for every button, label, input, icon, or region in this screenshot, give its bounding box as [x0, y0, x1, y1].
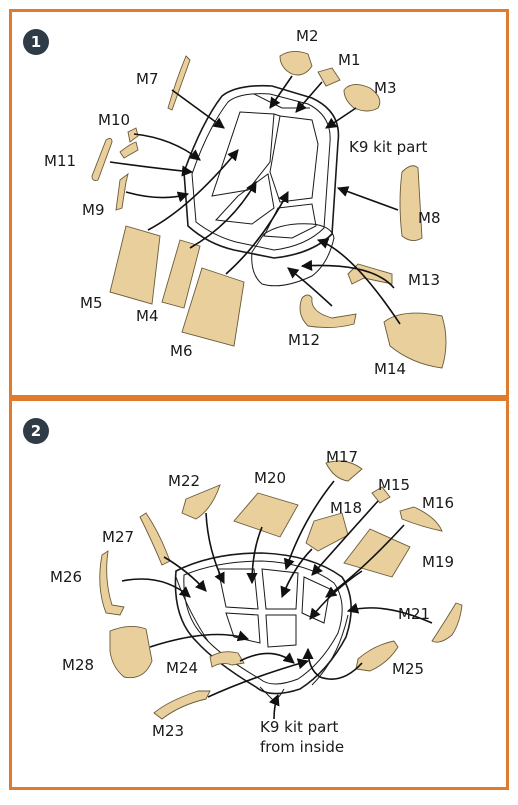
mask-m26 — [99, 550, 125, 616]
mask-parts-2 — [99, 460, 463, 720]
label-m21: M21 — [398, 605, 430, 623]
mask-m15 — [371, 486, 391, 504]
mask-m6 — [181, 267, 245, 347]
label-m24: M24 — [166, 659, 198, 677]
label-m7: M7 — [136, 70, 159, 88]
label-m10: M10 — [98, 111, 130, 129]
mask-m7 — [167, 55, 191, 111]
label-m4: M4 — [136, 307, 159, 325]
label-m18: M18 — [330, 499, 362, 517]
mask-m9 — [115, 172, 129, 211]
mask-m4 — [161, 239, 201, 309]
label-m16: M16 — [422, 494, 454, 512]
label-m27: M27 — [102, 528, 134, 546]
label-m8: M8 — [418, 209, 441, 227]
mask-m1 — [317, 67, 341, 87]
mask-m28 — [109, 626, 153, 679]
label-m2: M2 — [296, 27, 319, 45]
mask-m8 — [399, 165, 423, 241]
assembly-arrows-2 — [121, 480, 433, 720]
step-2-panel: 2 — [9, 398, 509, 790]
label-m23: M23 — [152, 722, 184, 740]
svg-text:2: 2 — [31, 422, 41, 440]
mask-m2 — [279, 51, 313, 76]
mask-m11 — [91, 137, 113, 181]
mask-m22 — [181, 484, 221, 520]
label-m12: M12 — [288, 331, 320, 349]
label-k9-note: K9 kit part — [349, 138, 428, 156]
label-m13: M13 — [408, 271, 440, 289]
svg-text:1: 1 — [31, 33, 41, 51]
mask-m23 — [153, 690, 211, 720]
mask-m5 — [109, 225, 161, 305]
label-m14: M14 — [374, 360, 406, 378]
label-m25: M25 — [392, 660, 424, 678]
mask-m10 — [119, 127, 139, 159]
label-m15: M15 — [378, 476, 410, 494]
label-m11: M11 — [44, 152, 76, 170]
step-2-diagram: 2 — [23, 418, 463, 756]
label-m9: M9 — [82, 201, 105, 219]
part-labels-2: M17 M20 M15 M22 M18 M16 M27 M19 M26 M21 … — [50, 448, 454, 756]
mask-m24 — [209, 651, 245, 668]
step-1-badge: 1 — [23, 29, 49, 55]
step-1-panel: 1 — [9, 9, 509, 398]
label-m22: M22 — [168, 472, 200, 490]
mask-m27 — [139, 512, 171, 566]
assembly-arrows — [109, 75, 401, 325]
part-labels: M2 M1 M3 M7 K9 kit part M10 M11 M9 M8 M1… — [44, 27, 441, 378]
mask-m3 — [343, 84, 381, 112]
step-2-badge: 2 — [23, 418, 49, 444]
mask-m12 — [299, 294, 357, 329]
mask-m20 — [233, 492, 299, 538]
step-1-diagram: 1 — [23, 27, 447, 378]
label-m26: M26 — [50, 568, 82, 586]
label-m17: M17 — [326, 448, 358, 466]
mask-m25 — [355, 640, 399, 672]
label-k9-note-line1: K9 kit part — [260, 718, 339, 736]
label-m1: M1 — [338, 51, 361, 69]
label-m19: M19 — [422, 553, 454, 571]
mask-m18 — [305, 512, 349, 552]
label-m6: M6 — [170, 342, 193, 360]
label-k9-note-line2: from inside — [260, 738, 344, 756]
mask-m14 — [383, 312, 447, 369]
mask-m17 — [325, 460, 363, 482]
mask-m16 — [399, 506, 443, 532]
label-m28: M28 — [62, 656, 94, 674]
label-m3: M3 — [374, 79, 397, 97]
mask-m21 — [431, 602, 463, 643]
label-m5: M5 — [80, 294, 103, 312]
label-m20: M20 — [254, 469, 286, 487]
